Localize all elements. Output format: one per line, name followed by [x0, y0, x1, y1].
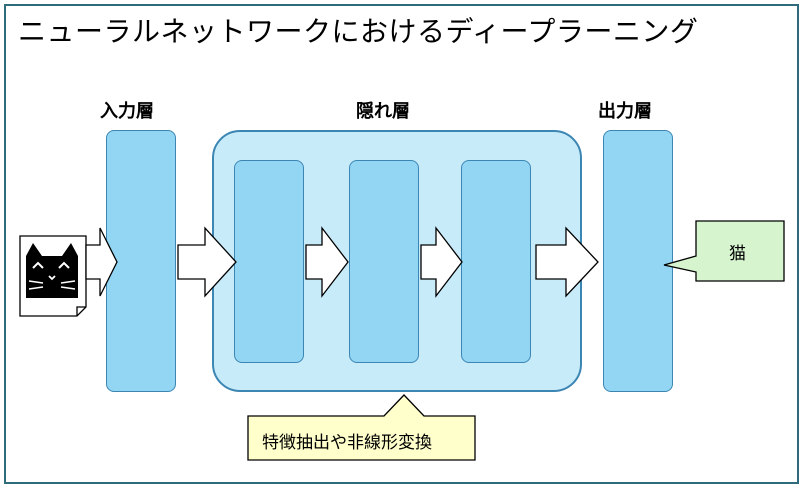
input-layer-block — [106, 130, 176, 392]
output-callout-text: 猫 — [729, 244, 746, 264]
arrow-hidden1-to-hidden2 — [305, 226, 349, 298]
hidden-callout-box — [247, 394, 476, 461]
output-layer-label: 出力層 — [598, 101, 652, 122]
input-layer-label: 入力層 — [100, 101, 154, 122]
diagram-frame — [4, 4, 799, 484]
arrow-hidden-to-output — [535, 226, 599, 298]
output-layer-block — [603, 130, 673, 392]
cat-face-document-icon — [19, 235, 87, 317]
hidden-callout-text: 特徴抽出や非線形変換 — [262, 433, 432, 453]
arrow-input-to-input-layer — [85, 227, 118, 297]
arrow-input-to-hidden — [177, 226, 237, 298]
output-callout-box — [663, 220, 785, 282]
hidden-layer-block-1 — [234, 160, 304, 363]
diagram-title: ニューラルネットワークにおけるディープラーニング — [18, 15, 699, 48]
arrow-hidden2-to-hidden3 — [420, 226, 463, 298]
hidden-layer-block-2 — [349, 160, 419, 363]
hidden-layer-block-3 — [461, 160, 531, 363]
hidden-layer-label: 隠れ層 — [356, 101, 410, 122]
